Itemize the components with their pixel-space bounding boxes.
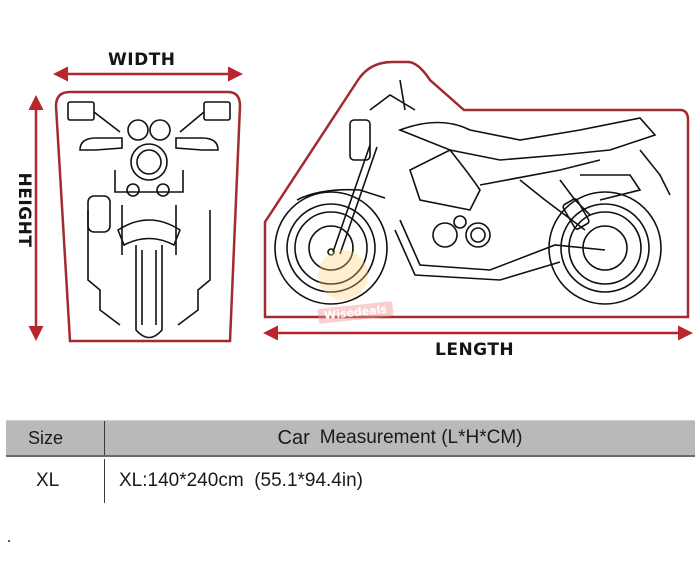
watermark-logo-icon [318,250,368,300]
header-measurement-label: Measurement (L*H*CM) [319,427,523,448]
length-label: LENGTH [435,340,515,360]
stray-dot [8,540,10,542]
header-size-label: Size [28,427,64,448]
header-measurement-cell: Car Measurement (L*H*CM) [105,421,695,455]
row-measurement-cell: XL:140*240cm (55.1*94.4in) [105,459,695,503]
height-label: HEIGHT [14,172,34,248]
side-cover-outline [263,60,690,319]
size-table: Size Car Measurement (L*H*CM) XL XL:140*… [6,420,695,503]
table-row: XL XL:140*240cm (55.1*94.4in) [6,459,695,503]
table-header-row: Size Car Measurement (L*H*CM) [6,420,695,457]
header-size-cell: Size [6,421,105,455]
row-size-cell: XL [6,459,105,503]
side-view-motorcycle-icon [274,79,671,305]
row-measurement-value: XL:140*240cm (55.1*94.4in) [119,470,363,491]
row-size-value: XL [36,470,60,491]
front-view-motorcycle-icon [67,101,231,339]
front-cover-outline [54,90,242,343]
header-measurement-prefix: Car [277,426,310,449]
width-label: WIDTH [108,50,176,70]
